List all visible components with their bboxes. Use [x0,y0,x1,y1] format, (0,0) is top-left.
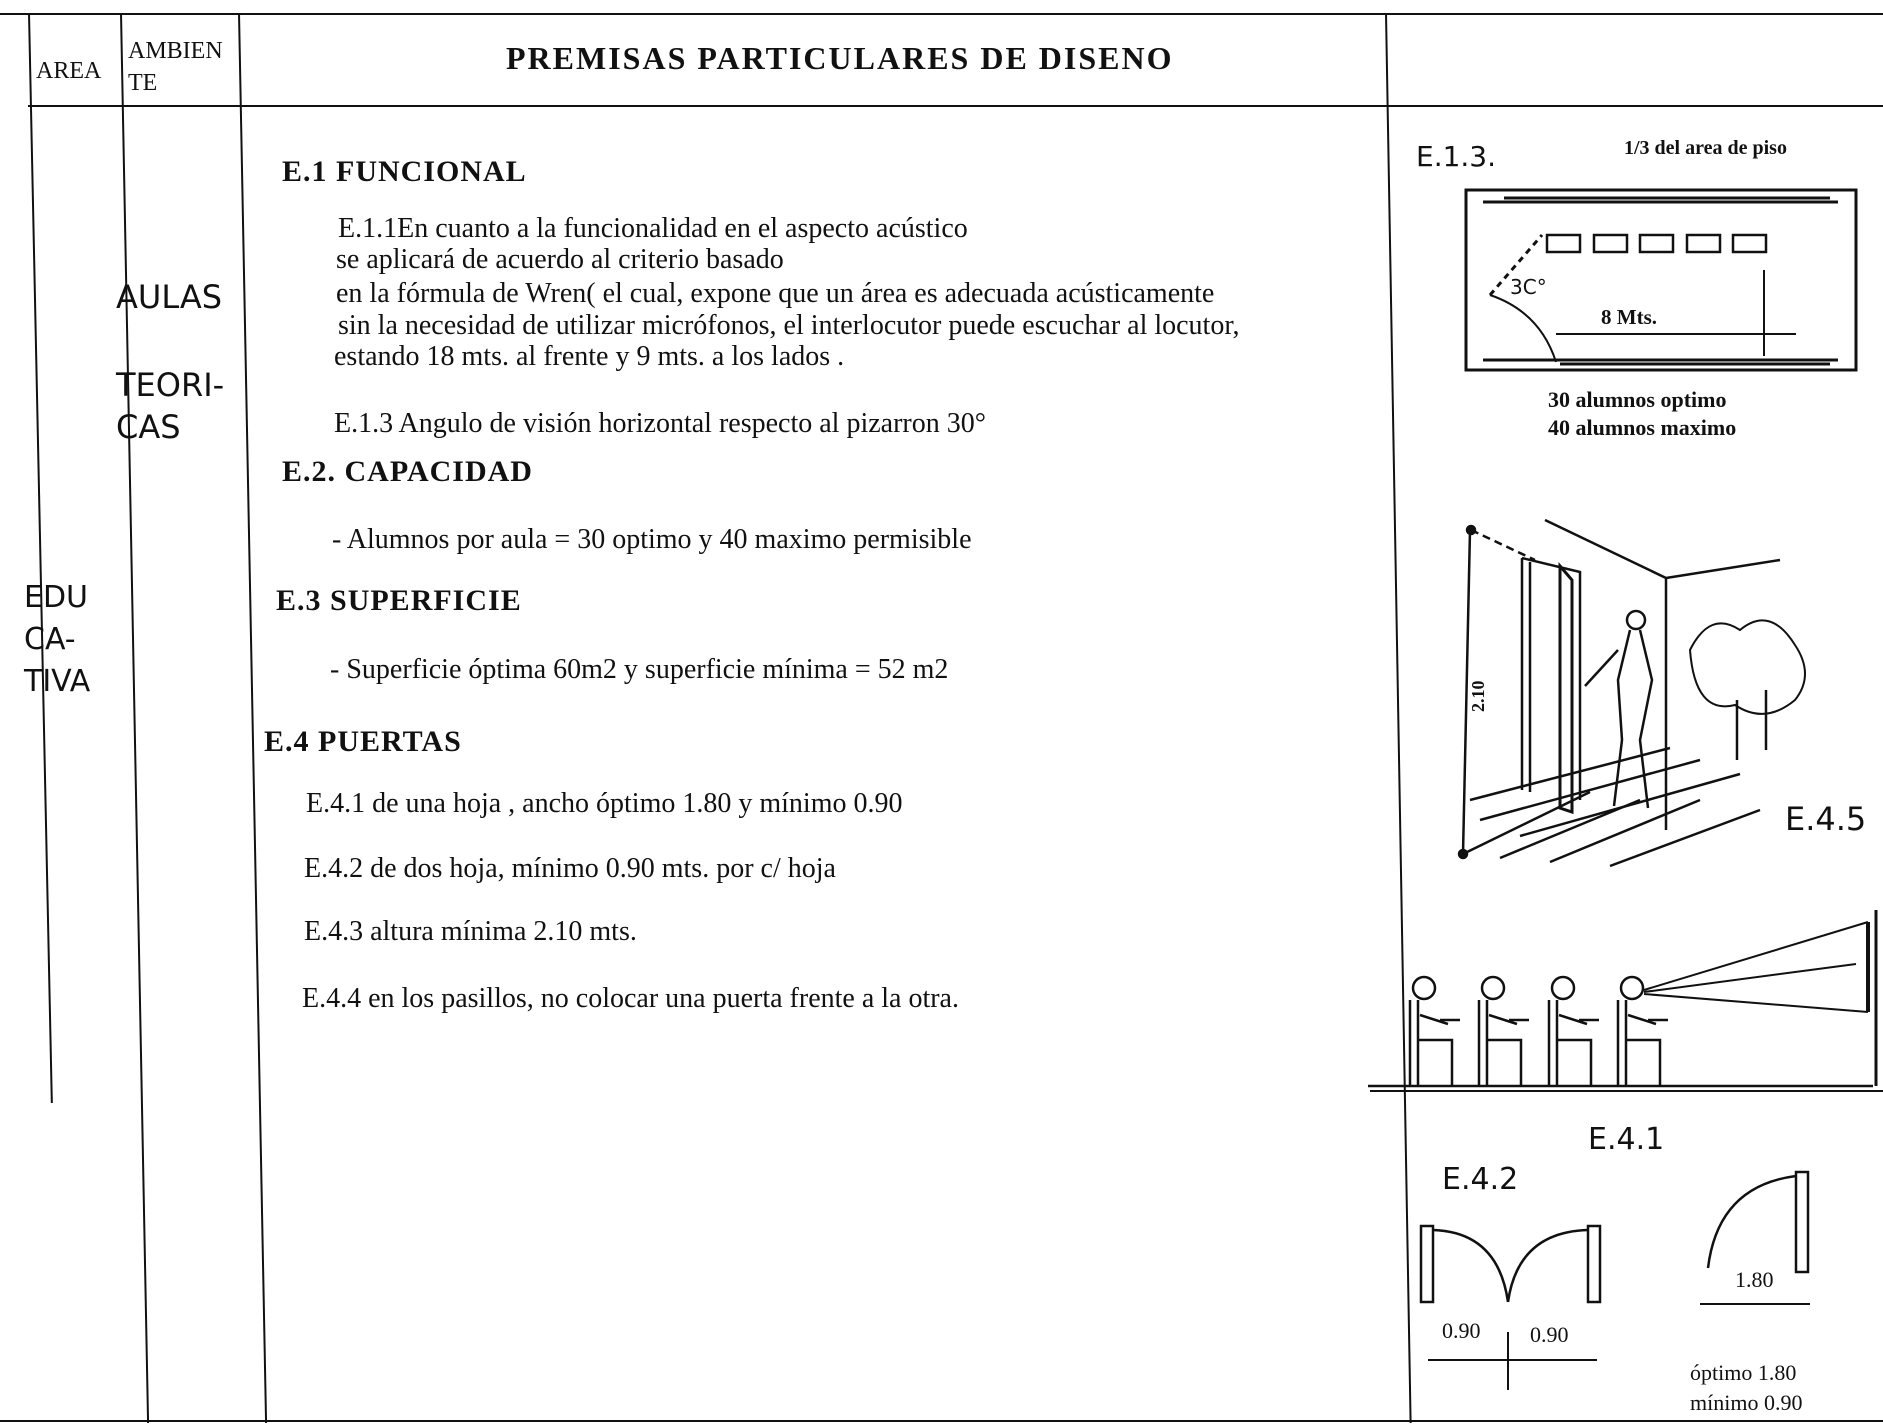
page-title: PREMISAS PARTICULARES DE DISENO [506,40,1174,76]
section-funcional-heading: E.1 FUNCIONAL [282,155,527,188]
puertas-line-4: E.4.4 en los pasillos, no colocar una pu… [302,983,959,1014]
frame-top-line [0,13,1883,15]
figure-e41-optimo: óptimo 1.80 [1690,1360,1797,1385]
puertas-line-3: E.4.3 altura mínima 2.10 mts. [304,916,637,947]
figure-e45-height: 2.10 [1468,680,1488,713]
funcional-line-5: estando 18 mts. al frente y 9 mts. a los… [334,341,845,372]
student-4 [1616,975,1668,1086]
frame-bottom-line [0,1420,1883,1422]
student-3 [1547,975,1599,1086]
figure-e13-capacity-opt: 30 alumnos optimo [1548,387,1727,412]
figure-e13-capacity-max: 40 alumnos maximo [1548,415,1737,440]
capacidad-text: - Alumnos por aula = 30 optimo y 40 maxi… [332,524,972,555]
area-label-line2: CA- [24,622,76,657]
superficie-text: - Superficie óptima 60m2 y superficie mí… [330,654,949,685]
figure-e42-left-width: 0.90 [1442,1318,1481,1343]
figure-e13-distance: 8 Mts. [1601,305,1657,329]
door-perspective-sketch [1457,518,1806,868]
header-area: AREA [36,58,102,84]
funcional-angle-text: E.1.3 Angulo de visión horizontal respec… [334,408,986,439]
ambiente-label-line1: AULAS [116,278,223,316]
header-ambiente-line2: TE [128,70,158,96]
col-line-area [120,13,150,1423]
header-bottom-line [28,105,1883,107]
col-line-ambiente [238,13,268,1423]
funcional-line-3: en la fórmula de Wren( el cual, expone q… [336,278,1215,309]
ambiente-label-line3: CAS [116,408,181,446]
figure-e13-note: 1/3 del area de piso [1624,137,1787,159]
funcional-line-1: E.1.1En cuanto a la funcionalidad en el … [338,213,968,244]
funcional-line-2: se aplicará de acuerdo al criterio basad… [336,244,784,275]
section-capacidad-heading: E.2. CAPACIDAD [282,455,533,488]
figure-e42-right-width: 0.90 [1530,1322,1569,1347]
figure-e13-label: E.1.3. [1416,140,1497,173]
figure-e13-angle: 3C° [1510,275,1547,299]
figure-e45-label: E.4.5 [1785,800,1867,838]
puertas-line-2: E.4.2 de dos hoja, mínimo 0.90 mts. por … [304,853,836,884]
section-superficie-heading: E.3 SUPERFICIE [276,584,522,617]
area-label-line1: EDU [24,580,89,615]
header-ambiente-line1: AMBIEN [128,38,223,64]
figure-e41-minimo: mínimo 0.90 [1690,1390,1803,1415]
figures-divider-line [1370,1090,1883,1092]
figure-e41-width: 1.80 [1735,1267,1774,1292]
funcional-line-4: sin la necesidad de utilizar micrófonos,… [338,310,1240,341]
col-line-left [28,13,53,1103]
col-line-figures [1385,13,1412,1423]
student-1 [1408,975,1460,1086]
puertas-line-1: E.4.1 de una hoja , ancho óptimo 1.80 y … [306,788,903,819]
seated-students-diagram [1368,910,1878,1088]
double-door-diagram [1419,1224,1602,1390]
student-2 [1477,975,1529,1086]
figure-e42-label: E.4.2 [1442,1162,1519,1197]
figure-e41-label: E.4.1 [1588,1122,1665,1157]
ambiente-label-line2: TEORI- [116,366,225,404]
section-puertas-heading: E.4 PUERTAS [264,725,462,758]
area-label-line3: TIVA [24,664,91,699]
